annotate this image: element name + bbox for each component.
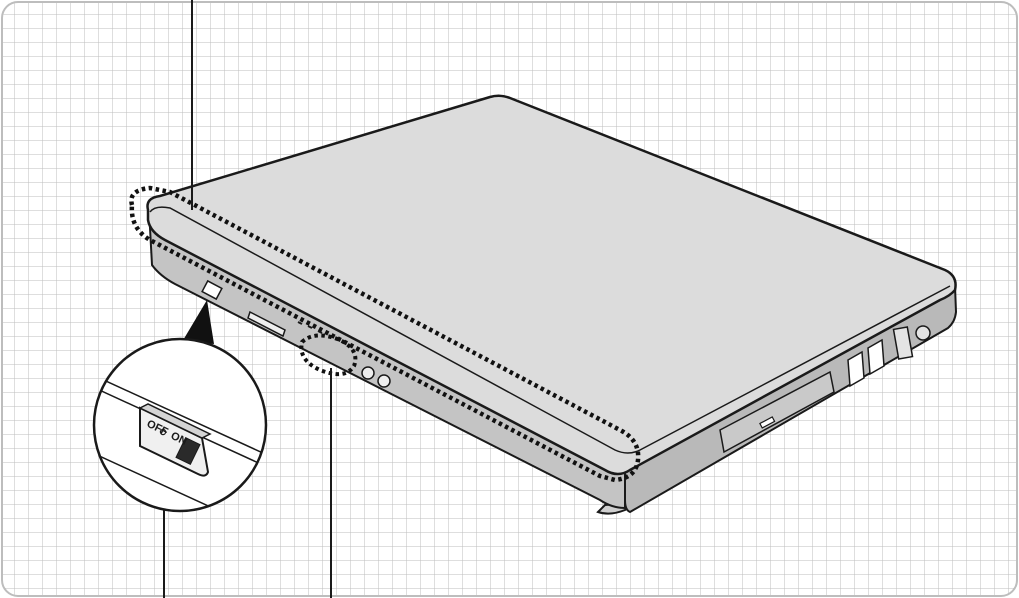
wireless-switch-slot: [201, 279, 223, 301]
indicator-lights: [297, 321, 323, 334]
callout-front-controls: [299, 333, 358, 377]
audio-jack-2: [377, 374, 391, 388]
audio-jack-1: [361, 366, 375, 380]
laptop: [146, 94, 958, 515]
callout-lid-front-edge: [129, 185, 641, 483]
power-jack: [915, 325, 931, 341]
switch-knob: [175, 436, 201, 466]
usb-ports: [847, 338, 885, 388]
card-slot: [247, 310, 286, 338]
optical-drive: [719, 370, 835, 454]
drive-eject-button: [759, 416, 776, 429]
lid-edge: [149, 206, 951, 454]
side-port-block: [892, 326, 914, 360]
switch-zoom-inset: OFF ON: [92, 337, 268, 513]
switch-indicator-dot: [159, 428, 167, 436]
laptop-lid: [146, 94, 957, 476]
zoom-pointer: [182, 300, 214, 344]
